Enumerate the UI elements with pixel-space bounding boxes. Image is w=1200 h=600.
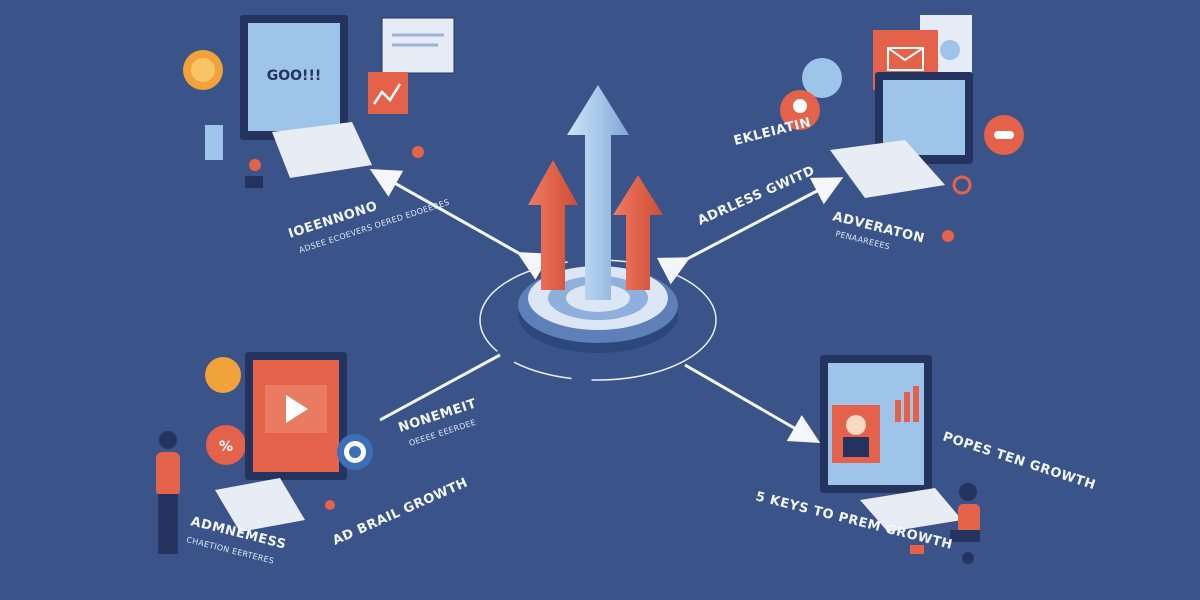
- node-bottom-right: POPES TEN GROWTH 5 KEYS TO PREM GROWTH: [754, 355, 1097, 564]
- growth-arrows-on-target-icon: [479, 85, 717, 381]
- connector-bottom-left: [379, 353, 501, 422]
- node-bottom-left: % NONEMEIT OEEEE EEERDEE AD BRAIL GROWTH…: [156, 352, 478, 566]
- arrow-caption-top-right: ADRLESS GWITD: [696, 163, 818, 228]
- red-arrow-left: [528, 160, 578, 290]
- label-bottom-right: POPES TEN GROWTH: [941, 430, 1098, 494]
- caption-bottom-left: AD BRAIL GROWTH: [331, 475, 471, 548]
- keyboard-icon: [215, 478, 305, 532]
- person-standing: [156, 431, 180, 554]
- node-top-right: EKLEIATIN ADRLESS GWITD ADVERATON PENAAR…: [696, 15, 1024, 251]
- blue-arrow-center: [567, 85, 629, 300]
- keyboard-icon: [272, 122, 372, 178]
- connector-arrows: [369, 169, 844, 443]
- screen-text: GOO!!!: [267, 68, 321, 84]
- connector-top-left: [369, 169, 551, 280]
- keyboard-icon: [830, 140, 945, 198]
- node-top-left: GOO!!! IOEENNONO ADSEE ECOEVERS OERED ED…: [183, 15, 455, 255]
- label-top-right-upper: EKLEIATIN: [732, 115, 812, 149]
- keyboard-icon: [860, 488, 962, 532]
- svg-text:%: %: [219, 439, 233, 455]
- red-arrow-right: [613, 175, 663, 290]
- percent-badge-icon: [206, 425, 246, 465]
- connector-bottom-right: [684, 363, 821, 443]
- bar-chart-icon: [895, 386, 919, 422]
- chart-card-icon: [368, 72, 408, 114]
- person-seated: [950, 483, 980, 564]
- connector-top-right: [656, 177, 844, 285]
